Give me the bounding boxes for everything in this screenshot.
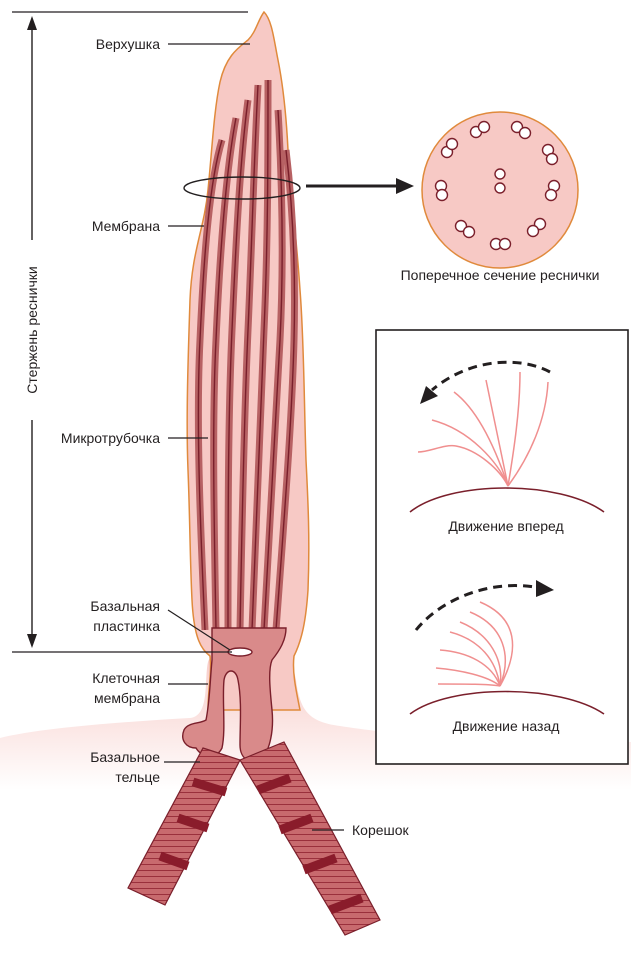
basal-plate-label-1: Базальная	[90, 598, 160, 614]
section-arrow	[306, 178, 414, 194]
rootlet-label: Корешок	[352, 822, 410, 838]
forward-motion-label: Движение вперед	[448, 518, 563, 534]
cross-section	[422, 112, 578, 268]
cross-section-label: Поперечное сечение реснички	[401, 267, 600, 283]
cell-membrane-label-1: Клеточная	[92, 670, 160, 686]
membrane-label: Мембрана	[92, 218, 160, 234]
shaft-label: Стержень реснички	[24, 266, 40, 393]
basal-body-label-2: тельце	[115, 769, 160, 785]
backward-motion-label: Движение назад	[453, 718, 560, 734]
basal-body-label-1: Базальное	[90, 749, 160, 765]
tip-label: Верхушка	[96, 36, 160, 52]
motion-panel	[376, 330, 628, 764]
microtubule-label: Микротрубочка	[61, 430, 160, 446]
basal-plate-label-2: пластинка	[93, 618, 160, 634]
cell-membrane-label-2: мембрана	[94, 690, 160, 706]
